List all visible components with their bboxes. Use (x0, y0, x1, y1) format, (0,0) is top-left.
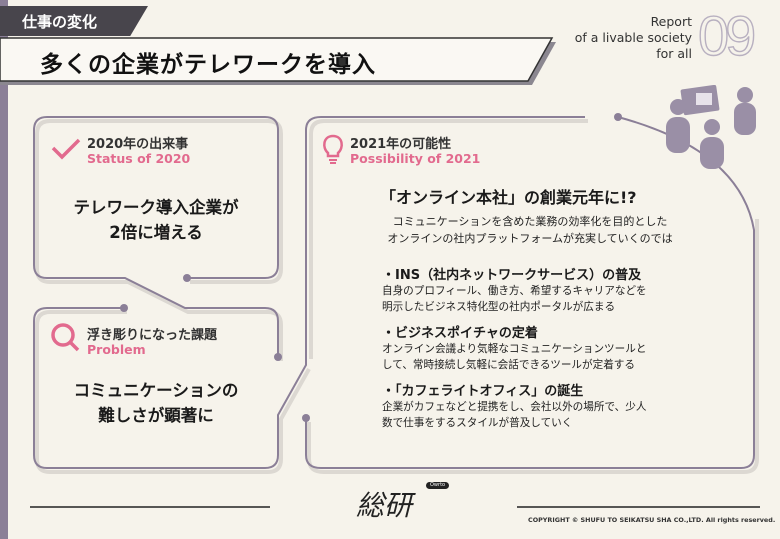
bullet-text: 数で仕事をするスタイルが普及していく (382, 417, 573, 429)
bullet-text: 明示したビジネス特化型の社内ポータルが広まる (382, 301, 616, 313)
report-label: Report of a livable society for all (560, 14, 692, 62)
possibility-headline: 「オンライン本社」の創業元年に!? (380, 188, 637, 207)
logo-badge: Owrto (426, 482, 450, 489)
souken-logo: 総研 (356, 489, 413, 522)
page-title: 多くの企業がテレワークを導入 (40, 52, 376, 78)
status-line: 2倍に増える (109, 223, 203, 242)
report-number: 09 (697, 4, 757, 67)
copyright: COPYRIGHT © SHUFU TO SEIKATSU SHA CO.,LT… (528, 516, 776, 524)
report-line: Report (650, 14, 692, 29)
magnifier-icon (51, 323, 80, 352)
problem-body: コミュニケーションの 難しさが顕著に (34, 378, 278, 428)
status-body: テレワーク導入企業が 2倍に増える (34, 195, 278, 245)
possibility-title-jp: 2021年の可能性 (350, 137, 452, 152)
possibility-title-en: Possibility of 2021 (350, 151, 481, 166)
bullet-cafe-light-office: ・「カフェライトオフィス」の誕生 企業がカフェなどと提携をし、会社以外の場所で、… (382, 380, 646, 431)
bullet-ins: ・INS（社内ネットワークサービス）の普及 自身のプロフィール、働き方、希望する… (382, 264, 647, 315)
problem-title-en: Problem (87, 342, 146, 357)
bullet-text: 自身のプロフィール、働き方、希望するキャリアなどを (382, 285, 647, 297)
section-tag: 仕事の変化 (0, 6, 148, 36)
problem-line: コミュニケーションの (73, 381, 239, 400)
left-accent-strip (0, 0, 8, 539)
report-line: for all (656, 46, 692, 61)
status-title-jp: 2020年の出来事 (87, 137, 189, 152)
bullet-text: オンライン会議より気軽なコミュニケーションツールと (382, 343, 647, 355)
report-line: of a livable society (574, 30, 692, 45)
status-line: テレワーク導入企業が (73, 198, 239, 217)
bullet-business-voicechat: ・ビジネスポイチャの定着 オンライン会議より気軽なコミュニケーションツールと し… (382, 322, 646, 373)
lightbulb-icon (323, 134, 343, 164)
meeting-people-icon (666, 85, 756, 169)
desc-line: オンラインの社内プラットフォームが充実していくのでは (387, 232, 673, 245)
possibility-desc: コミュニケーションを含めた業務の効率化を目的とした オンラインの社内プラットフォ… (320, 213, 740, 247)
bullet-title: ・INS（社内ネットワークサービス）の普及 (382, 268, 642, 283)
problem-title-jp: 浮き彫りになった課題 (87, 328, 218, 343)
problem-line: 難しさが顕著に (98, 406, 214, 425)
bullet-title: ・ビジネスポイチャの定着 (382, 326, 538, 341)
checkmark-icon (51, 138, 81, 160)
desc-line: コミュニケーションを含めた業務の効率化を目的とした (392, 215, 668, 228)
bullet-text: 企業がカフェなどと提携をし、会社以外の場所で、少人 (382, 401, 647, 413)
title-banner (0, 37, 556, 85)
status-title-en: Status of 2020 (87, 151, 191, 166)
bullet-text: して、常時接続し気軽に会話できるツールが定着する (382, 359, 635, 371)
bullet-title: ・「カフェライトオフィス」の誕生 (382, 384, 584, 399)
